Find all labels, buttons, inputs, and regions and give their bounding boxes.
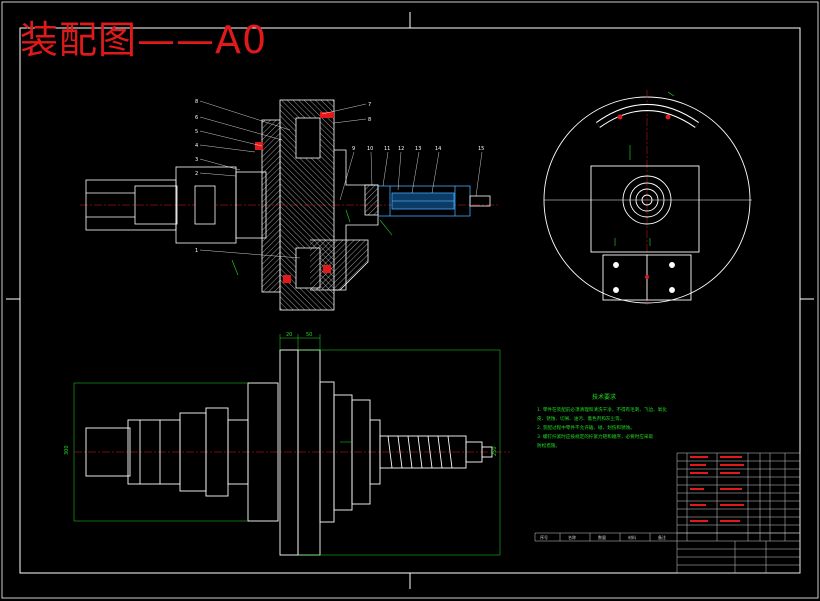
- end-view: [543, 90, 752, 305]
- tb-col-remark: 备注: [658, 535, 666, 540]
- tb-col-index: 序号: [540, 535, 548, 540]
- tb-col-qty: 数量: [598, 535, 606, 540]
- callout-5: 5: [195, 129, 198, 135]
- tech-note-4: 3. 螺钉拧紧时应按规定的拧紧力矩和顺序，必要时应采取: [537, 435, 654, 440]
- callout-15: 15: [478, 146, 484, 152]
- dim-height-left: 300: [64, 445, 70, 455]
- dim-20: 20: [286, 332, 292, 338]
- callout-4: 4: [195, 143, 198, 149]
- tb-col-name: 名称: [568, 535, 576, 540]
- parts-list-entries: [690, 456, 744, 522]
- callout-10: 10: [367, 146, 373, 152]
- title-block: [534, 452, 801, 574]
- callout-7: 7: [368, 102, 371, 108]
- tb-col-material: 材料: [628, 535, 636, 540]
- callout-14: 14: [435, 146, 441, 152]
- dim-50: 50: [306, 332, 312, 338]
- callout-6: 6: [195, 115, 198, 121]
- tech-note-1: 1. 零件在装配前必须清理和清洗干净，不得有毛刺、飞边、氧化: [537, 408, 667, 413]
- callout-11: 11: [384, 146, 390, 152]
- callout-1: 1: [195, 248, 198, 254]
- callout-2: 2: [195, 171, 198, 177]
- callout-13: 13: [415, 146, 421, 152]
- part-callouts: 8 6 5 4 3 2 1 7 8 9 10 11 12 13 14 15: [195, 99, 484, 254]
- callout-8b: 8: [368, 117, 371, 123]
- drawing-title: 装配图——A0: [20, 18, 268, 62]
- tech-requirements-heading: 技术要求: [592, 394, 617, 401]
- tech-note-3: 2. 装配过程中零件不允许磕、碰、划伤和锈蚀。: [537, 426, 635, 431]
- callout-3: 3: [195, 157, 198, 163]
- section-view: [80, 99, 500, 311]
- front-view: [73, 334, 510, 556]
- tech-note-2: 皮、锈蚀、切屑、油污、着色剂和灰尘等。: [537, 417, 625, 422]
- callout-9: 9: [352, 146, 355, 152]
- dim-height-right: 250: [492, 446, 498, 456]
- tech-note-5: 防松措施。: [537, 444, 560, 449]
- callout-12: 12: [398, 146, 404, 152]
- callout-8: 8: [195, 99, 198, 105]
- dimension-texts: 20 50 300 250: [64, 332, 498, 456]
